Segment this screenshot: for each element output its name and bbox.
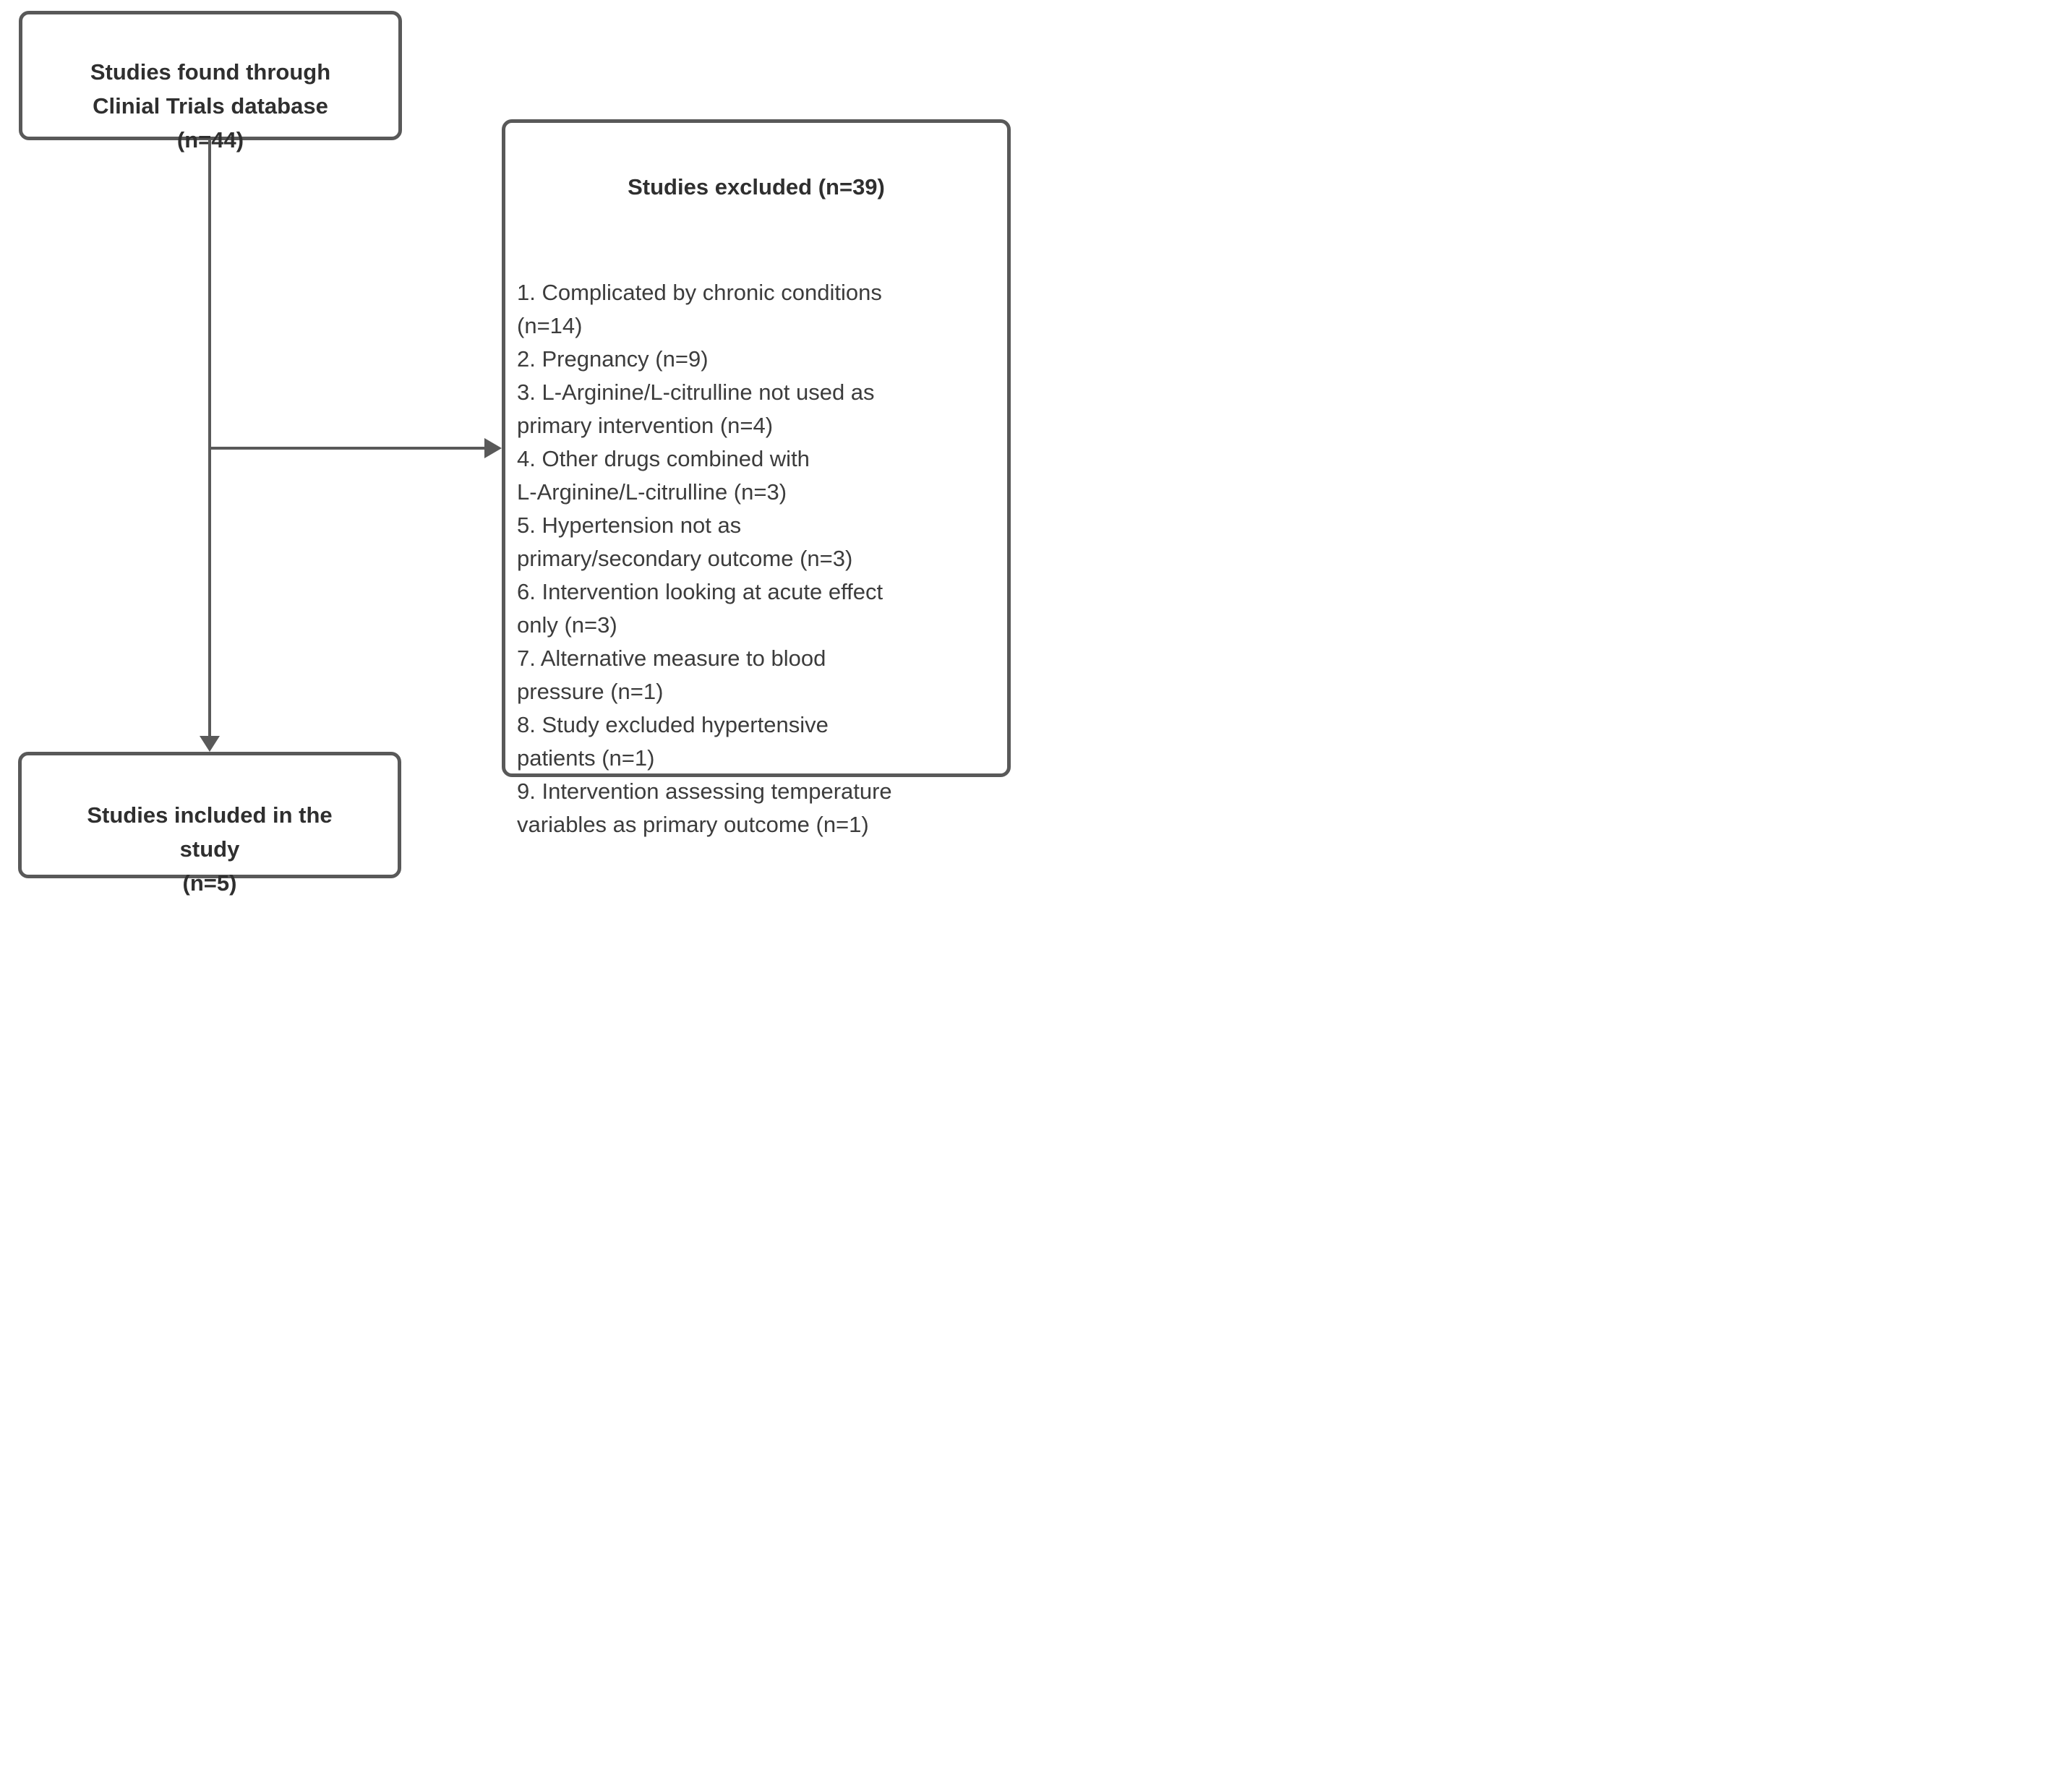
flow-arrow-vertical-line <box>208 140 211 737</box>
excluded-reason-item: 2. Pregnancy (n=9) <box>517 346 709 372</box>
arrow-right-icon <box>484 438 502 458</box>
excluded-reason-item: 6. Intervention looking at acute effect … <box>517 579 883 638</box>
excluded-reason-item: 9. Intervention assessing temperature va… <box>517 779 892 837</box>
excluded-reason-item: 7. Alternative measure to blood pressure… <box>517 646 826 704</box>
found-studies-label: Studies found through Clinial Trials dat… <box>90 59 331 153</box>
excluded-reason-item: 3. L-Arginine/L-citrulline not used as p… <box>517 380 875 438</box>
included-studies-label: Studies included in the study (n=5) <box>87 802 333 896</box>
excluded-reasons-list: 1. Complicated by chronic conditions (n=… <box>517 276 998 841</box>
excluded-reason-item: 8. Study excluded hypertensive patients … <box>517 712 829 771</box>
excluded-studies-box: Studies excluded (n=39) 1. Complicated b… <box>502 119 1011 837</box>
excluded-studies-title: Studies excluded (n=39) <box>628 174 885 200</box>
arrow-down-icon <box>200 736 220 752</box>
found-studies-box: Studies found through Clinial Trials dat… <box>19 11 402 153</box>
included-studies-box: Studies included in the study (n=5) <box>18 752 401 896</box>
flow-arrow-horizontal-line <box>208 447 486 450</box>
study-selection-flowchart: Studies found through Clinial Trials dat… <box>0 0 1027 896</box>
excluded-reason-item: 5. Hypertension not as primary/secondary… <box>517 513 853 571</box>
excluded-reason-item: 1. Complicated by chronic conditions (n=… <box>517 280 882 338</box>
excluded-reason-item: 4. Other drugs combined with L-Arginine/… <box>517 446 810 505</box>
